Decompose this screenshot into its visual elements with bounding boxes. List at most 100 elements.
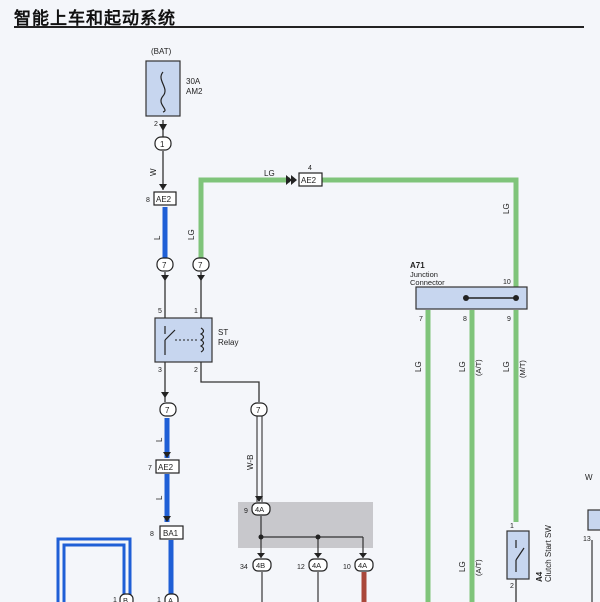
- label-right-w: W: [585, 473, 593, 482]
- arrow-lg-top-icon-2: [291, 175, 297, 185]
- connector-7-right: [192, 257, 210, 272]
- wire-relay-2: [200, 362, 260, 402]
- wire-lg-top: [198, 177, 290, 258]
- label-pin-2-fuse: 2: [154, 121, 158, 128]
- label-c7-left: 7: [162, 261, 167, 270]
- label-wire-lg-top: LG: [264, 169, 275, 178]
- label-wire-mt: (M/T): [518, 360, 527, 378]
- label-wire-at-lower: (A/T): [474, 559, 483, 576]
- label-jc-code: A71: [410, 261, 425, 270]
- label-pin-1-relay: 1: [194, 308, 198, 315]
- right-edge-component: [587, 509, 600, 531]
- label-wire-l-upper: L: [153, 235, 162, 240]
- connector-a: [164, 593, 179, 602]
- connector-ae2-lower: [155, 459, 180, 474]
- arrow-ba1-icon: [163, 516, 171, 522]
- fuse-arrow-icon: [159, 124, 167, 131]
- label-pin-10-jc: 10: [503, 279, 511, 286]
- label-ba1: BA1: [163, 529, 179, 538]
- label-wire-lg-7: LG: [414, 361, 423, 372]
- label-pin-9-block: 9: [244, 508, 248, 515]
- label-a: A: [168, 596, 173, 602]
- title-rule: [14, 26, 584, 28]
- label-connector-1: 1: [160, 140, 165, 149]
- fuse-symbol-icon: [160, 71, 166, 113]
- connector-7-left: [156, 257, 174, 272]
- label-ae2-lower: AE2: [158, 463, 174, 472]
- arrow-7-left-icon: [161, 275, 169, 281]
- arrow-relay-3-icon: [161, 392, 169, 398]
- arrow-4a-12-icon: [314, 553, 322, 558]
- label-relay-sub: Relay: [218, 338, 238, 347]
- wire-blue-box-inner: [62, 543, 126, 602]
- connector-4a-10: [354, 558, 374, 572]
- label-pin-3: 3: [158, 367, 162, 374]
- label-wire-lg-8: LG: [458, 361, 467, 372]
- wire-lg-top-right: [322, 177, 519, 287]
- arrow-ae2-lower-icon: [163, 452, 171, 458]
- connector-b: [119, 593, 134, 602]
- label-pin-12: 12: [297, 564, 305, 571]
- label-c7-lower: 7: [165, 406, 170, 415]
- fuse-am2: [145, 60, 181, 117]
- label-wire-lg-8-lower: LG: [458, 561, 467, 572]
- label-pin-9-jc: 9: [507, 316, 511, 323]
- label-pin-34: 34: [240, 564, 248, 571]
- label-pin-8-ae2: 8: [146, 197, 150, 204]
- label-pin-4: 4: [308, 165, 312, 172]
- label-wire-lg-left: LG: [187, 229, 196, 240]
- clutch-switch-lever-icon: [515, 547, 525, 561]
- label-wire-at: (A/T): [474, 359, 483, 376]
- label-fuse-name: AM2: [186, 87, 203, 96]
- jc-dot-10: [513, 295, 519, 301]
- label-pin-10-block: 10: [343, 564, 351, 571]
- tb-junction-dot-b: [315, 534, 321, 540]
- label-clutch-name: Clutch Start SW: [544, 525, 553, 582]
- label-pin-8-jc: 8: [463, 316, 467, 323]
- label-wire-l-middle: L: [155, 437, 164, 442]
- label-c7-wb: 7: [256, 406, 261, 415]
- label-pin-2-relay: 2: [194, 367, 198, 374]
- label-jc-sub: Connector: [410, 278, 445, 287]
- label-pin-1-b: 1: [113, 597, 117, 602]
- label-ae2-top: AE2: [156, 195, 172, 204]
- connector-ae2-top: [153, 191, 177, 206]
- label-pin-5: 5: [158, 308, 162, 315]
- relay-coil-icon: [199, 327, 205, 353]
- label-pin-2-clutch: 2: [510, 583, 514, 590]
- relay-contact-icon: [164, 329, 176, 341]
- label-wire-lg-right: LG: [502, 203, 511, 214]
- label-pin-7-jc: 7: [419, 316, 423, 323]
- label-right-pin-13: 13: [583, 536, 591, 543]
- connector-1: [154, 136, 172, 151]
- arrow-lg-top-icon: [286, 175, 292, 185]
- label-jc-name: Junction: [410, 270, 438, 279]
- connector-ae2-lg: [298, 172, 323, 187]
- label-wire-l-lower: L: [155, 495, 164, 500]
- connector-4b: [252, 558, 272, 572]
- arrow-ae2-top-icon: [159, 184, 167, 190]
- tb-junction-dot-a: [258, 534, 264, 540]
- label-relay-name: ST: [218, 328, 228, 337]
- arrow-4a-9-icon: [255, 496, 263, 502]
- label-4b: 4B: [256, 561, 265, 570]
- label-pin-7-ae2: 7: [148, 465, 152, 472]
- connector-7-lower: [159, 402, 177, 417]
- label-4a-top: 4A: [255, 505, 264, 514]
- label-fuse-rating: 30A: [186, 77, 201, 86]
- connector-4a-12: [308, 558, 328, 572]
- label-pin-8-ba1: 8: [150, 531, 154, 538]
- connector-7-wb: [250, 402, 268, 417]
- clutch-start-switch: [506, 530, 530, 580]
- label-c7-right: 7: [198, 261, 203, 270]
- arrow-4a-10-icon: [359, 553, 367, 558]
- arrow-4b-icon: [257, 553, 265, 558]
- label-clutch-code: A4: [535, 571, 544, 582]
- label-wire-w: W: [149, 168, 158, 176]
- label-bat: (BAT): [151, 47, 172, 56]
- label-wire-wb: W-B: [246, 455, 255, 470]
- label-ae2-lg: AE2: [301, 176, 317, 185]
- jc-dot-8: [463, 295, 469, 301]
